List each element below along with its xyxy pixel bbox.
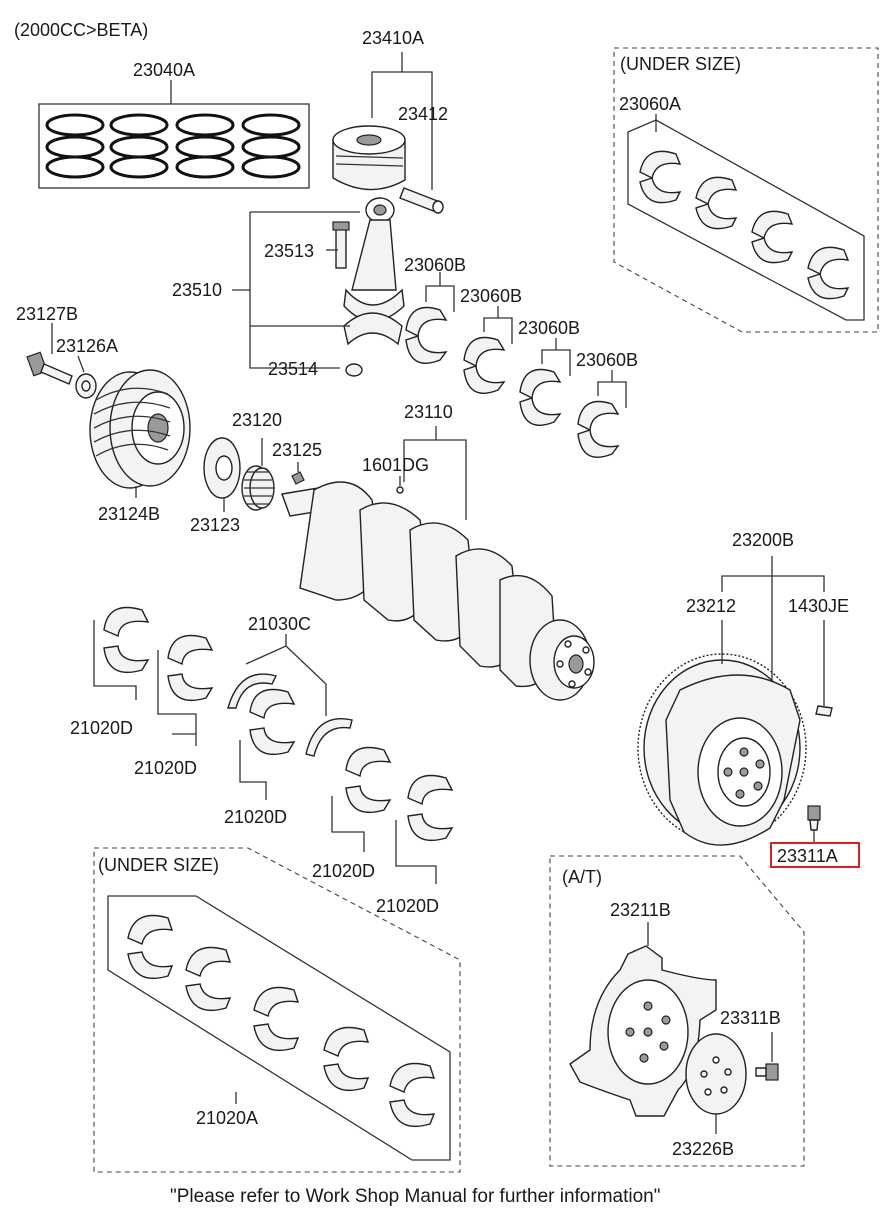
- label-23126A: 23126A: [56, 336, 118, 356]
- label-23514: 23514: [268, 359, 318, 379]
- pulley-washer[interactable]: [75, 373, 97, 399]
- label-23211B: 23211B: [610, 900, 671, 920]
- label-21020A: 21020A: [196, 1108, 258, 1128]
- drive-plate[interactable]: [569, 945, 717, 1117]
- flywheel[interactable]: [637, 653, 807, 846]
- label-23510: 23510: [172, 280, 222, 300]
- undersize-rod-bearing-box: [613, 47, 879, 333]
- label-23060B-3: 23060B: [518, 318, 580, 338]
- label-23123: 23123: [190, 515, 240, 535]
- label-23200B: 23200B: [732, 530, 794, 550]
- rod-bolt[interactable]: [332, 221, 350, 269]
- dowel-pin[interactable]: [815, 705, 833, 717]
- main-bearing-5[interactable]: [395, 774, 454, 885]
- label-21020D-1: 21020D: [70, 718, 133, 738]
- thrust-washer-2[interactable]: [305, 718, 353, 757]
- pulley-bolt[interactable]: [26, 351, 73, 385]
- crank-flange[interactable]: [203, 437, 241, 499]
- undersize-upper-label: (UNDER SIZE): [620, 54, 741, 74]
- label-23212: 23212: [686, 596, 736, 616]
- rod-bearing-4[interactable]: [577, 400, 620, 458]
- damper-pulley[interactable]: [89, 369, 191, 489]
- rod-bearing-2[interactable]: [463, 336, 506, 394]
- label-1601DG: 1601DG: [362, 455, 429, 475]
- main-bearing-3[interactable]: [249, 688, 296, 756]
- thrust-washer-1[interactable]: [227, 673, 278, 709]
- label-23060B-1: 23060B: [404, 255, 466, 275]
- crankshaft[interactable]: [281, 481, 595, 701]
- highlight-box-23311A[interactable]: [770, 842, 860, 868]
- automatic-transmission-box: [549, 855, 805, 1167]
- rod-bearing-3[interactable]: [519, 368, 562, 426]
- engine-label: (2000CC>BETA): [14, 20, 148, 40]
- main-bearing-2[interactable]: [157, 634, 214, 747]
- connecting-rod[interactable]: [343, 197, 405, 346]
- piston-pin[interactable]: [399, 187, 444, 214]
- piston[interactable]: [332, 125, 406, 191]
- label-23124B: 23124B: [98, 504, 160, 524]
- label-23125: 23125: [272, 440, 322, 460]
- flywheel-bolt-highlighted[interactable]: [807, 805, 821, 842]
- automatic-label: (A/T): [562, 867, 602, 887]
- main-bearing-1[interactable]: [93, 606, 150, 701]
- label-23226B: 23226B: [672, 1139, 734, 1159]
- label-23120: 23120: [232, 410, 282, 430]
- crank-sprocket[interactable]: [241, 465, 275, 511]
- label-23060B-2: 23060B: [460, 286, 522, 306]
- undersize-main-bearing-set[interactable]: [107, 895, 451, 1161]
- label-21020D-2: 21020D: [134, 758, 197, 778]
- main-bearing-4[interactable]: [331, 746, 392, 853]
- label-23412: 23412: [398, 104, 448, 124]
- label-23060B-4: 23060B: [576, 350, 638, 370]
- piston-ring-set[interactable]: [38, 80, 310, 189]
- undersize-main-bearing-box: [93, 847, 461, 1173]
- crank-plug[interactable]: [396, 486, 404, 494]
- rod-nut[interactable]: [345, 363, 363, 377]
- label-23060A: 23060A: [619, 94, 681, 114]
- label-21030C: 21030C: [248, 614, 311, 634]
- woodruff-key[interactable]: [291, 471, 305, 485]
- label-21020D-5: 21020D: [376, 896, 439, 916]
- label-21020D-3: 21020D: [224, 807, 287, 827]
- label-21020D-4: 21020D: [312, 861, 375, 881]
- label-23110: 23110: [404, 402, 453, 422]
- label-23311A: 23311A: [777, 846, 838, 866]
- label-23311B: 23311B: [720, 1008, 781, 1028]
- drive-plate-bolt[interactable]: [755, 1063, 779, 1081]
- rod-bearing-1[interactable]: [405, 306, 448, 364]
- adapter-plate[interactable]: [685, 1033, 747, 1115]
- label-23040A: 23040A: [133, 60, 195, 80]
- label-23410A: 23410A: [362, 28, 424, 48]
- footer-note: "Please refer to Work Shop Manual for fu…: [170, 1186, 660, 1207]
- label-23513: 23513: [264, 241, 314, 261]
- undersize-rod-bearing-set[interactable]: [627, 114, 865, 321]
- label-1430JE: 1430JE: [788, 596, 849, 616]
- undersize-lower-label: (UNDER SIZE): [98, 855, 219, 875]
- label-23127B: 23127B: [16, 304, 78, 324]
